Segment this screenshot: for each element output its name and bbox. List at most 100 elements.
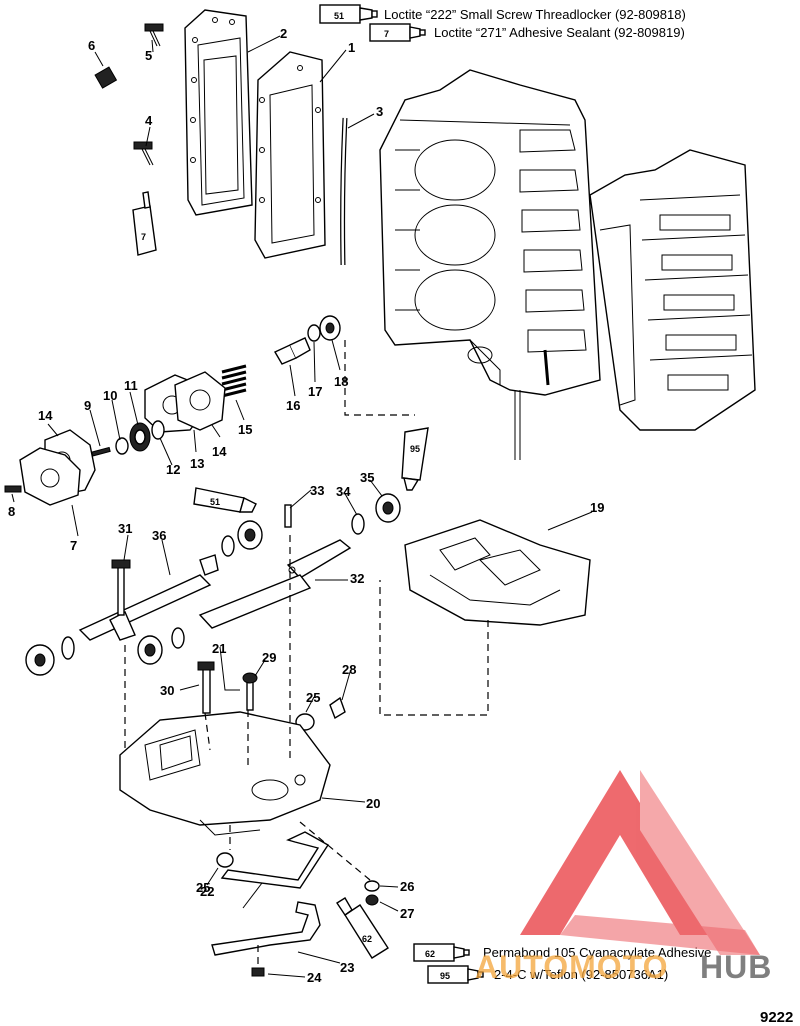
adapter-plate <box>119 711 331 836</box>
legend-text: Loctite “271” Adhesive Sealant (92-80981… <box>434 25 685 40</box>
washer <box>221 535 235 557</box>
adhesive-tube: 62 <box>336 897 389 959</box>
callout-31: 31 <box>118 521 132 536</box>
callout-29: 29 <box>262 650 276 665</box>
callout-13: 13 <box>190 456 204 471</box>
bushing <box>25 644 55 676</box>
callout-34: 34 <box>336 484 351 499</box>
sealant-tube: 7 <box>132 191 157 256</box>
spring <box>221 364 247 398</box>
callout-18: 18 <box>334 374 348 389</box>
screw <box>246 679 254 711</box>
callout-35: 35 <box>360 470 374 485</box>
callout-8: 8 <box>8 504 15 519</box>
throttle-lever <box>198 539 352 629</box>
callout-14-left: 14 <box>38 408 53 423</box>
washer <box>171 627 185 649</box>
screw <box>284 504 292 528</box>
screw-head <box>242 672 258 684</box>
bolt <box>202 667 211 714</box>
seal <box>319 315 341 341</box>
callout-25-lower: 25 <box>196 880 210 895</box>
threadlocker-tube: 51 <box>193 487 257 513</box>
callout-15: 15 <box>238 422 252 437</box>
callout-30: 30 <box>160 683 174 698</box>
callout-2: 2 <box>280 26 287 41</box>
screw <box>91 446 111 457</box>
bushing <box>137 635 163 665</box>
tube-code: 7 <box>141 232 146 242</box>
intake-gasket <box>404 519 591 626</box>
callout-21: 21 <box>212 641 226 656</box>
cover-plate <box>19 447 81 506</box>
mounting-bracket <box>220 831 329 889</box>
crankcase-cover <box>589 149 756 431</box>
callout-4: 4 <box>145 113 153 128</box>
callout-5: 5 <box>145 48 152 63</box>
legend-tube-code: 7 <box>384 29 389 39</box>
callout-24: 24 <box>307 970 322 985</box>
legend-loctite-271: 7 Loctite “271” Adhesive Sealant (92-809… <box>369 23 685 42</box>
watermark-brand-left: AUTOMOTO <box>475 949 668 985</box>
valve-housing <box>174 371 226 431</box>
legend-text: Loctite “222” Small Screw Threadlocker (… <box>384 7 686 22</box>
washer <box>115 437 129 455</box>
callout-10: 10 <box>103 388 117 403</box>
leader-lines <box>11 35 593 978</box>
callout-36: 36 <box>152 528 166 543</box>
tube-code: 51 <box>210 497 220 507</box>
screw <box>133 141 154 166</box>
washer <box>61 636 75 660</box>
assembly-lines <box>124 340 489 968</box>
callout-14-right: 14 <box>212 444 227 459</box>
fitting <box>274 337 311 365</box>
callout-27: 27 <box>400 906 414 921</box>
watermark-brand-right: HUB <box>700 949 772 985</box>
automotohub-watermark: AUTOMOTO HUB <box>475 770 772 985</box>
clip <box>329 696 346 720</box>
legend-tube-code: 95 <box>440 971 450 981</box>
callout-12: 12 <box>166 462 180 477</box>
nut <box>365 894 379 906</box>
transfer-cover-plate <box>184 9 253 216</box>
callout-7: 7 <box>70 538 77 553</box>
screw-head <box>111 559 131 569</box>
valve-disc <box>129 422 151 452</box>
legend-2-4-c-teflon: 95 2-4-C w/Teflon (92-850736A1) <box>427 965 668 984</box>
callout-11: 11 <box>124 378 138 393</box>
callout-23: 23 <box>340 960 354 975</box>
washer <box>307 324 321 342</box>
callout-19: 19 <box>590 500 604 515</box>
callout-28: 28 <box>342 662 356 677</box>
callout-3: 3 <box>376 104 383 119</box>
callout-1: 1 <box>348 40 355 55</box>
washer <box>151 420 165 440</box>
bolt-head <box>197 661 215 671</box>
lubricant-tube: 95 <box>401 427 429 491</box>
plug <box>216 852 234 868</box>
cam-shaft-assembly <box>78 554 219 641</box>
screw <box>251 967 265 977</box>
bushing <box>375 493 401 523</box>
callout-22: 22 <box>200 884 214 899</box>
washer <box>351 513 365 535</box>
callout-17: 17 <box>308 384 322 399</box>
screw <box>144 23 164 47</box>
washer <box>364 880 380 892</box>
legend-loctite-222: 51 Loctite “222” Small Screw Threadlocke… <box>319 4 686 24</box>
callout-labels: 1 2 3 4 5 6 7 8 9 10 11 12 13 14 14 15 1… <box>8 26 604 985</box>
transfer-cover-gasket <box>254 51 326 259</box>
tube-code: 62 <box>362 934 372 944</box>
cylinder-block <box>379 69 601 460</box>
callout-26: 26 <box>400 879 414 894</box>
callout-25-upper: 25 <box>306 690 320 705</box>
bushing <box>237 520 263 550</box>
screw <box>94 66 118 89</box>
screw <box>117 564 125 616</box>
callout-9: 9 <box>84 398 91 413</box>
screw <box>4 485 22 493</box>
support-bracket <box>211 901 321 956</box>
callout-33: 33 <box>310 483 324 498</box>
